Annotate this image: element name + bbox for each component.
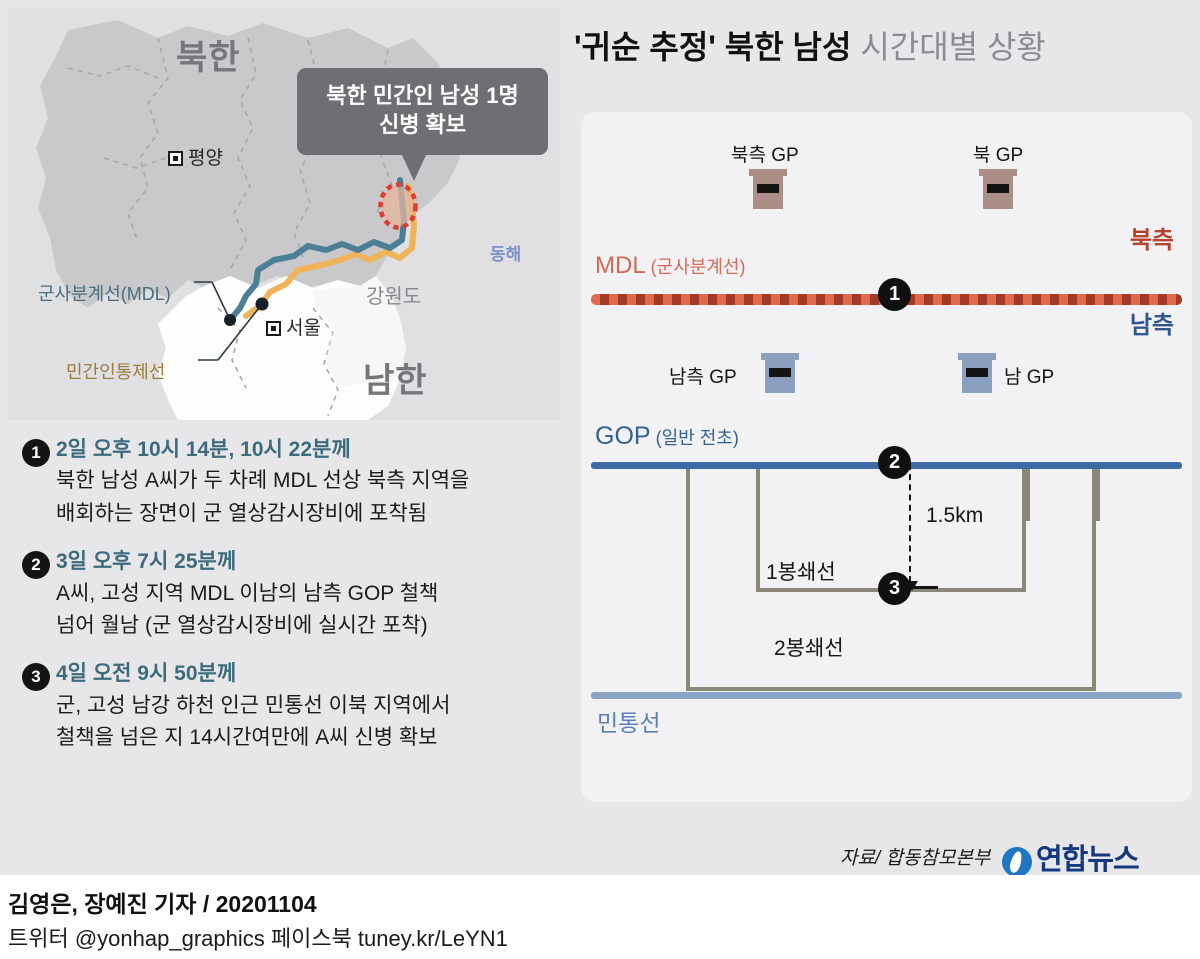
timeline-heading: 4일 오전 9시 50분께 — [56, 662, 237, 686]
side-label-north: 북측 — [1129, 227, 1174, 254]
list-item: 1 2일 오후 10시 14분, 10시 22분께 북한 남성 A씨가 두 차례… — [10, 436, 570, 529]
timeline-number-badge: 1 — [22, 439, 50, 467]
map-city-pyongyang: 평양 — [168, 143, 223, 170]
map-label-east-sea: 동해 — [490, 245, 522, 264]
city-name: 서울 — [286, 318, 321, 339]
fence-post — [1026, 469, 1030, 521]
diagram-marker-3: 3 — [878, 572, 911, 605]
gop-label-main: GOP — [595, 422, 651, 450]
timeline-number-badge: 3 — [22, 663, 50, 692]
map-legend-mcl: 민간인통제선 — [66, 362, 166, 382]
title-bold-part: '귀순 추정' 북한 남성 — [574, 29, 852, 65]
fence-post — [1096, 469, 1100, 521]
gp-window — [769, 368, 791, 377]
incident-marker-ring — [378, 182, 418, 230]
map-legend-mdl: 군사분계선(MDL) — [38, 284, 171, 304]
footer-byline: 김영은, 장예진 기자 / 20201104 — [8, 891, 317, 917]
list-item: 2 3일 오후 7시 25분께 A씨, 고성 지역 MDL 이남의 남측 GOP… — [10, 548, 570, 641]
capital-marker-icon — [266, 321, 281, 336]
mdl-label: MDL (군사분계선) — [595, 252, 745, 280]
gp-label-north-2: 북 GP — [973, 145, 1024, 166]
map-label-north-korea: 북한 — [176, 39, 241, 77]
gp-roof — [979, 169, 1017, 176]
timeline-body-line: A씨, 고성 지역 MDL 이남의 남측 GOP 철책 — [56, 581, 439, 605]
timeline-number-badge: 2 — [22, 551, 50, 580]
yonhap-logo-icon — [1002, 847, 1032, 877]
gp-icon-north-2 — [979, 169, 1017, 209]
list-item: 3 4일 오전 9시 50분께 군, 고성 남강 하천 인근 민통선 이북 지역… — [10, 660, 570, 753]
timeline-body-line: 넘어 월남 (군 열상감시장비에 실시간 포착) — [56, 614, 428, 637]
yonhap-logo: 연합뉴스 — [1002, 836, 1140, 877]
yonhap-logo-text: 연합뉴스 — [1036, 844, 1140, 876]
gp-label-north-1: 북측 GP — [731, 145, 799, 166]
gop-label: GOP (일반 전초) — [595, 422, 739, 451]
timeline-heading: 2일 오후 10시 14분, 10시 22분께 — [56, 438, 351, 461]
gp-roof — [749, 169, 787, 176]
callout-line-2: 신병 확보 — [378, 112, 467, 138]
mtl-line — [591, 692, 1182, 699]
city-name: 평양 — [188, 148, 223, 169]
timeline-heading: 3일 오후 7시 25분께 — [56, 550, 237, 574]
korea-map-panel: 북한 남한 강원도 동해 평양 서울 군사분계선(MDL) 민간인통제선 북한 … — [8, 8, 560, 420]
distance-label: 1.5km — [926, 504, 984, 527]
timeline-body-line: 군, 고성 남강 하천 인근 민통선 이북 지역에서 — [56, 693, 451, 717]
source-credit: 자료/ 합동참모본부 — [840, 848, 991, 869]
gp-icon-south-1 — [761, 353, 799, 393]
border-zone-diagram: 북측 GP 북 GP MDL (군사분계선) 북측 남측 남측 GP — [581, 112, 1192, 802]
distance-end-tick — [909, 586, 938, 589]
diagram-marker-1: 1 — [878, 278, 911, 311]
timeline-body-line: 철책을 넘은 지 14시간여만에 A씨 신병 확보 — [56, 726, 438, 750]
mdl-label-sub: (군사분계선) — [645, 257, 746, 277]
gp-icon-north-1 — [749, 169, 787, 209]
gp-roof — [761, 353, 799, 360]
gp-roof — [958, 353, 996, 360]
distance-arrow — [906, 464, 918, 591]
mcl-endpoint-dot — [255, 297, 269, 311]
mtl-label: 민통선 — [597, 710, 661, 736]
mdl-label-main: MDL — [595, 252, 646, 279]
diagram-marker-2: 2 — [878, 446, 911, 479]
gp-icon-south-2 — [958, 353, 996, 393]
map-city-seoul: 서울 — [266, 313, 321, 340]
blockade-label-1: 1봉쇄선 — [766, 561, 836, 584]
gp-label-south-2: 남 GP — [1004, 367, 1055, 388]
title-light-part: 시간대별 상황 — [851, 29, 1046, 65]
gop-label-sub: (일반 전초) — [650, 428, 739, 448]
timeline-body-line: 북한 남성 A씨가 두 차례 MDL 선상 북측 지역을 — [56, 469, 470, 493]
capital-marker-icon — [168, 151, 183, 166]
gp-window — [966, 368, 988, 377]
map-callout: 북한 민간인 남성 1명 신병 확보 — [297, 68, 548, 180]
footer-social: 트위터 @yonhap_graphics 페이스북 tuney.kr/LeYN1 — [8, 926, 508, 951]
footer: 김영은, 장예진 기자 / 20201104 트위터 @yonhap_graph… — [0, 875, 1200, 959]
mdl-endpoint-dot — [224, 314, 236, 326]
side-label-south: 남측 — [1129, 312, 1174, 339]
timeline-body-line: 배회하는 장면이 군 열상감시장비에 포착됨 — [56, 501, 428, 525]
callout-line-1: 북한 민간인 남성 1명 — [326, 83, 519, 108]
gp-label-south-1: 남측 GP — [669, 367, 737, 388]
page-title: '귀순 추정' 북한 남성 시간대별 상황 — [574, 22, 1194, 72]
blockade-label-2: 2봉쇄선 — [774, 637, 844, 660]
gp-window — [757, 184, 779, 193]
map-label-south-korea: 남한 — [363, 362, 428, 400]
map-label-gangwon: 강원도 — [366, 286, 422, 308]
timeline-list: 1 2일 오후 10시 14분, 10시 22분께 북한 남성 A씨가 두 차례… — [10, 436, 570, 773]
gp-window — [987, 184, 1009, 193]
blockade-line-2-box — [686, 466, 1096, 691]
